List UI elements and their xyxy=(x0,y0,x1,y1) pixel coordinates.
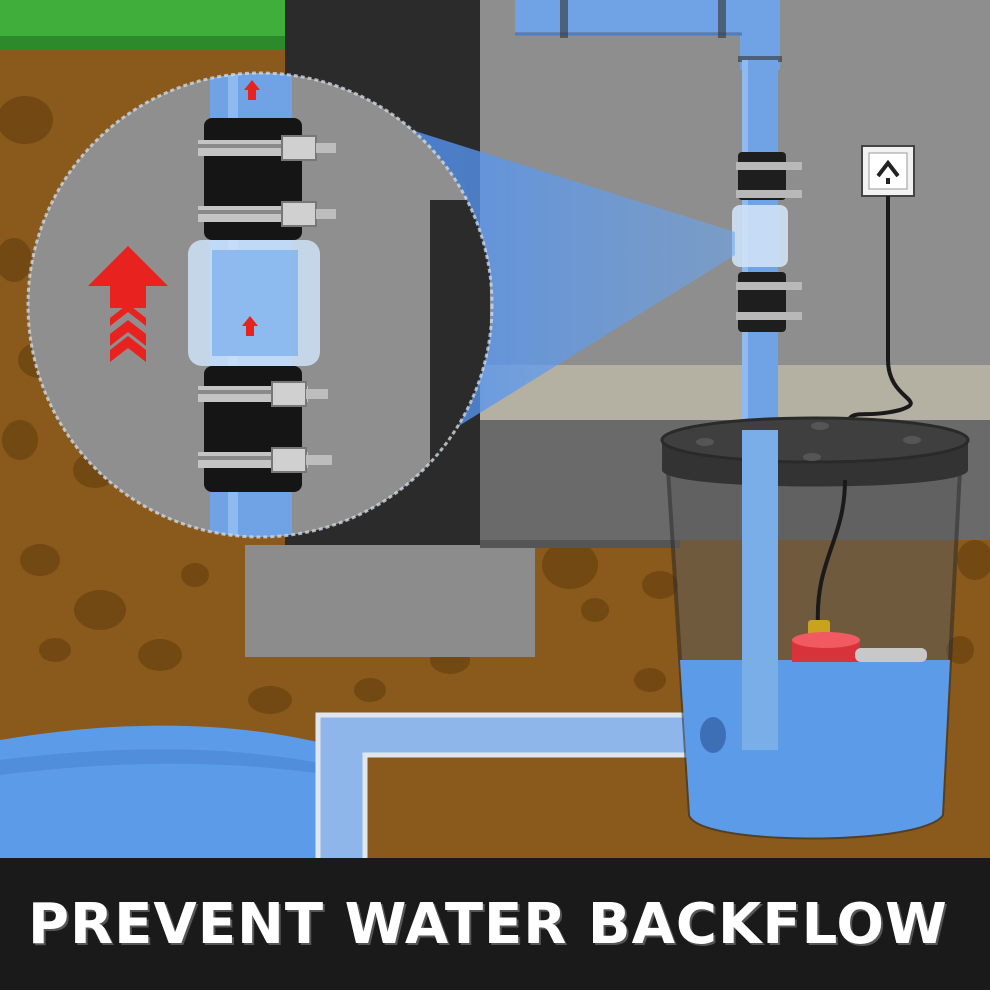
basin-lid-top xyxy=(660,416,970,464)
up-arrow-icon-small xyxy=(244,80,260,100)
drain-pipe-horizontal xyxy=(318,715,700,755)
check-valve-small xyxy=(732,152,802,332)
footing xyxy=(245,545,535,657)
pipe-bracket-3 xyxy=(738,56,782,62)
groundwater-shadow xyxy=(0,749,330,775)
discharge-pipe-in-basin xyxy=(742,430,778,750)
power-outlet-icon xyxy=(861,145,915,197)
caption-bar: PREVENT WATER BACKFLOW xyxy=(0,858,990,990)
basement-floor-band xyxy=(480,365,990,420)
sump-pump xyxy=(792,620,927,662)
grass-edge xyxy=(0,36,290,50)
pipe-highlight xyxy=(742,60,748,750)
drain-pipe-rim xyxy=(315,712,700,858)
pipe-bracket-1 xyxy=(560,0,568,38)
floor-slab xyxy=(480,540,680,548)
discharge-pipe-top xyxy=(515,0,780,60)
power-cord xyxy=(843,196,913,431)
up-arrow-icon-valve xyxy=(242,316,258,336)
pipe-bracket-2 xyxy=(718,0,726,38)
groundwater xyxy=(0,725,330,858)
caption-text: PREVENT WATER BACKFLOW xyxy=(28,891,948,957)
drain-pipe-rim-inner xyxy=(362,752,700,858)
drain-pipe-vertical xyxy=(318,715,365,858)
pump-cord xyxy=(815,479,847,626)
up-arrow-icon xyxy=(88,246,168,362)
magnifier-lens xyxy=(26,71,494,539)
